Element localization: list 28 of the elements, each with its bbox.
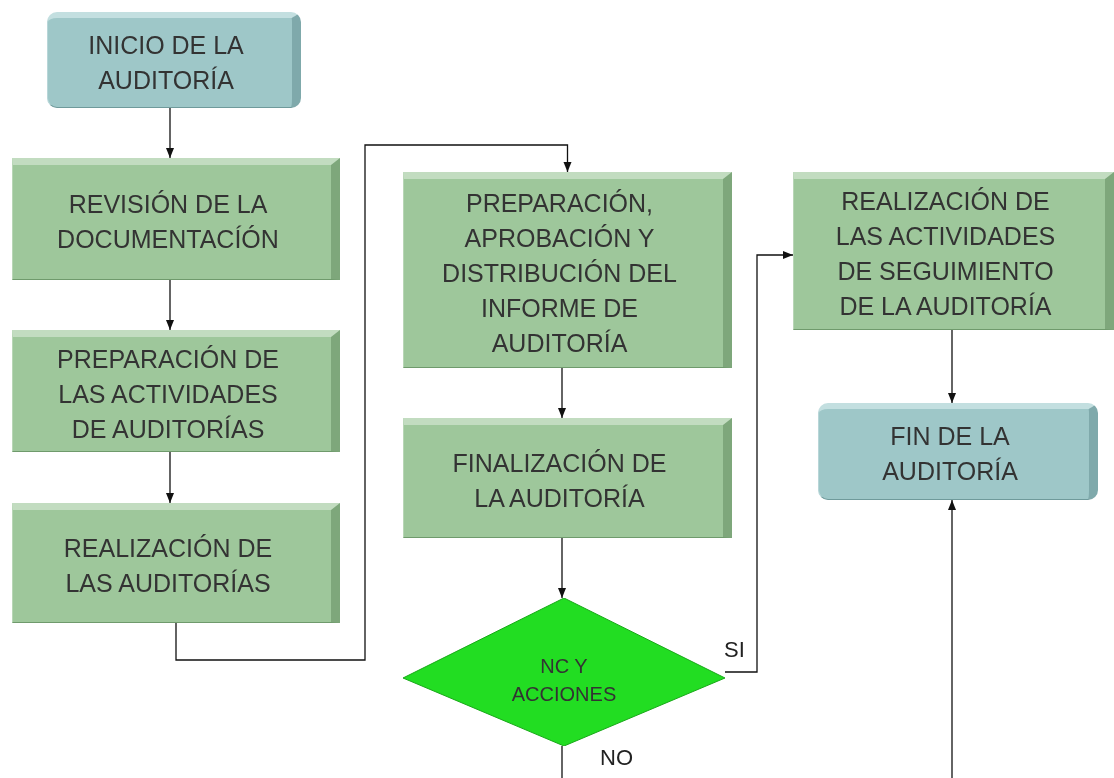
connector-line <box>561 745 563 778</box>
process-box <box>403 172 732 368</box>
terminal-box <box>818 403 1098 500</box>
arrow <box>557 367 567 419</box>
node-text: REALIZACIÓN DE LAS AUDITORÍAS <box>62 533 274 599</box>
node-text: REALIZACIÓN DE LAS ACTIVIDADES DE SEGUIMIENTO DE LA AUDITORÍA <box>834 186 1057 322</box>
process-box <box>793 172 1114 330</box>
arrow <box>165 107 175 159</box>
node-text: FIN DE LA AUDITORÍA <box>881 421 1019 487</box>
arrow <box>947 329 957 404</box>
process-box <box>12 330 340 452</box>
arrow <box>557 537 567 599</box>
process-box <box>403 418 732 538</box>
node-text: NC Y ACCIONES <box>510 654 618 707</box>
arrow <box>165 451 175 504</box>
decision-diamond <box>403 598 725 746</box>
arrow <box>175 144 572 661</box>
arrow <box>947 499 957 778</box>
node-text: FINALIZACIÓN DE LA AUDITORÍA <box>451 448 668 514</box>
process-box <box>12 158 340 280</box>
node-text: PREPARACIÓN DE LAS ACTIVIDADES DE AUDITORÍAS <box>56 343 280 445</box>
arrow <box>165 279 175 331</box>
node-text: PREPARACIÓN, APROBACIÓN Y DISTRIBUCIÓN DEL INFORME DE AUDITORÍA <box>441 187 678 359</box>
node-text: INICIO DE LA AUDITORÍA <box>87 29 245 96</box>
arrow <box>724 250 794 673</box>
process-box <box>12 503 340 623</box>
node-text: REVISIÓN DE LA DOCUMENTACÍÓN <box>56 189 280 255</box>
terminal-box <box>47 12 301 108</box>
